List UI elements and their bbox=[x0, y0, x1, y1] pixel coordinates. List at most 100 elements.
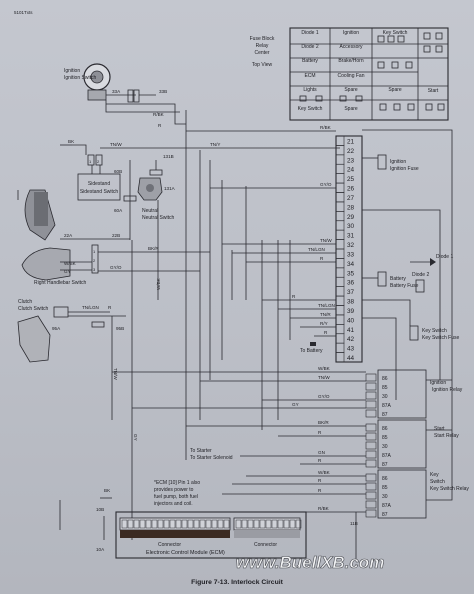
terminal-cell bbox=[335, 333, 345, 344]
fuse-slot-ignition: Ignition bbox=[343, 30, 359, 36]
relay-terminal-label: 30 bbox=[382, 394, 388, 400]
ecm-pin bbox=[163, 519, 170, 529]
wire-r-bk: R/BK bbox=[153, 112, 165, 117]
fuse-block: Fuse Block Relay Center Top View Diode 1… bbox=[250, 27, 449, 121]
ecm-pin bbox=[175, 519, 182, 529]
fuse-slot-diode-2: Diode 2 bbox=[301, 44, 318, 50]
terminal-cell bbox=[335, 201, 345, 212]
wire-gy-vertical: GY bbox=[133, 434, 138, 441]
ecm-pin bbox=[205, 519, 212, 529]
ignition-fuse: Ignition Ignition Fuse bbox=[362, 154, 419, 172]
key-switch-relay-label: Key Switch Relay bbox=[430, 486, 469, 492]
wire-tn-y: TN/Y bbox=[210, 142, 220, 147]
relay-terminal-label: 30 bbox=[382, 494, 388, 500]
ecm-pin bbox=[295, 519, 302, 529]
wire-w-bk-vertical: W/BK bbox=[156, 277, 161, 290]
diode-1-label: Diode 1 bbox=[436, 254, 453, 260]
wire-tn-w-vertical: TN/W bbox=[113, 368, 118, 380]
start-relay-label: Start Relay bbox=[434, 433, 459, 439]
fuse-slot-start: Start bbox=[428, 88, 439, 94]
relay-terminal-label: 87 bbox=[382, 512, 388, 518]
wire-r-85: R bbox=[318, 430, 322, 435]
svg-text:Key: Key bbox=[430, 472, 439, 478]
terminal-number: 28 bbox=[347, 204, 355, 211]
ecm-note-2: provides power to bbox=[154, 487, 194, 493]
fuse-slot-ecm: ECM bbox=[304, 73, 315, 79]
wire-tn-lgn-34: TN/LGN bbox=[308, 247, 325, 252]
ecm-pin bbox=[265, 519, 272, 529]
relay-terminal-label: 86 bbox=[382, 376, 388, 382]
relay-pin bbox=[365, 482, 377, 491]
terminal-cell bbox=[335, 305, 345, 316]
svg-text:2: 2 bbox=[93, 258, 96, 263]
terminal-number: 35 bbox=[347, 270, 355, 277]
wire-r-left: R bbox=[108, 305, 112, 310]
sidestand-switch-label: Sidestand Switch bbox=[80, 189, 119, 195]
terminal-number: 34 bbox=[347, 261, 355, 268]
diode-1: Diode 1 bbox=[410, 254, 453, 266]
ecm-pin bbox=[127, 519, 134, 529]
terminal-number: 37 bbox=[347, 289, 355, 296]
fuse-slot-key-switch: Key Switch bbox=[383, 30, 408, 36]
svg-text:1: 1 bbox=[93, 249, 96, 254]
ref-22a: 22A bbox=[64, 233, 73, 238]
terminal-number: 33 bbox=[347, 251, 355, 258]
terminal-number: 25 bbox=[347, 176, 355, 183]
fuse-block-outline bbox=[289, 27, 449, 121]
ecm-pin bbox=[283, 519, 290, 529]
to-starter-solenoid-label: To Starter Solenoid bbox=[190, 455, 233, 461]
terminal-cell bbox=[335, 145, 345, 156]
svg-text:Clutch: Clutch bbox=[18, 299, 32, 305]
wire-r-bk-21: R/BK bbox=[320, 125, 332, 130]
terminal-cell bbox=[335, 135, 345, 146]
ecm-pin bbox=[277, 519, 284, 529]
fuse-slot-lights: Lights bbox=[303, 87, 317, 93]
fuse-slot-accessory: Accessory bbox=[339, 44, 363, 50]
ecm-connector-right: Connector bbox=[233, 517, 301, 548]
terminal-cell bbox=[335, 352, 345, 363]
ignition-switch-label: Ignition Switch bbox=[64, 75, 96, 81]
ecm-pin bbox=[169, 519, 176, 529]
relay-terminal-label: 87A bbox=[382, 403, 392, 409]
ecm-note-1: *ECM [10] Pin 1 also bbox=[154, 480, 200, 486]
terminal-number: 43 bbox=[347, 346, 355, 353]
terminal-number: 41 bbox=[347, 327, 355, 334]
ref-131a: 131A bbox=[164, 186, 176, 191]
svg-text:Neutral: Neutral bbox=[142, 208, 158, 214]
relay-pin bbox=[365, 450, 377, 459]
wire-w-bk-key: W/BK bbox=[318, 470, 331, 475]
ecm-pin bbox=[181, 519, 188, 529]
relay-pin bbox=[365, 432, 377, 441]
wire-bk-top: BK bbox=[68, 139, 75, 144]
terminal-number: 24 bbox=[347, 167, 355, 174]
terminal-number: 26 bbox=[347, 186, 355, 193]
terminal-cell bbox=[335, 211, 345, 222]
svg-text:Ignition: Ignition bbox=[390, 159, 406, 165]
relay-terminal-label: 87 bbox=[382, 412, 388, 418]
wire-gy-o: GY/O bbox=[110, 265, 122, 270]
to-battery-label: To Battery bbox=[300, 348, 323, 354]
ref-131b: 131B bbox=[163, 154, 174, 159]
svg-text:To Starter: To Starter bbox=[190, 448, 212, 454]
wire-r-key: R bbox=[318, 478, 322, 483]
neutral-switch: 131B 131A Neutral Neutral Switch bbox=[137, 154, 176, 221]
relay-terminal-label: 87 bbox=[382, 462, 388, 468]
right-handlebar-switch-label: Right Handlebar Switch bbox=[34, 280, 86, 286]
fuse-block-title-3: Center bbox=[254, 50, 269, 56]
terminal-number: 27 bbox=[347, 195, 355, 202]
fuse-block-title-2: Relay bbox=[256, 43, 269, 49]
wire-r-bk-key: R/BK bbox=[318, 506, 330, 511]
svg-text:2: 2 bbox=[97, 159, 100, 164]
ecm-pin bbox=[235, 519, 242, 529]
fuse-block-title-1: Fuse Block bbox=[250, 36, 275, 42]
ecm-pin bbox=[223, 519, 230, 529]
svg-text:Start: Start bbox=[434, 426, 445, 432]
wire-r-35: R bbox=[320, 256, 324, 261]
clutch-switch: Clutch Clutch Switch bbox=[17, 299, 69, 363]
terminal-number: 38 bbox=[347, 299, 355, 306]
battery-fuse-label: Battery Fuse bbox=[390, 283, 419, 289]
ref-33a: 33A bbox=[112, 89, 121, 94]
